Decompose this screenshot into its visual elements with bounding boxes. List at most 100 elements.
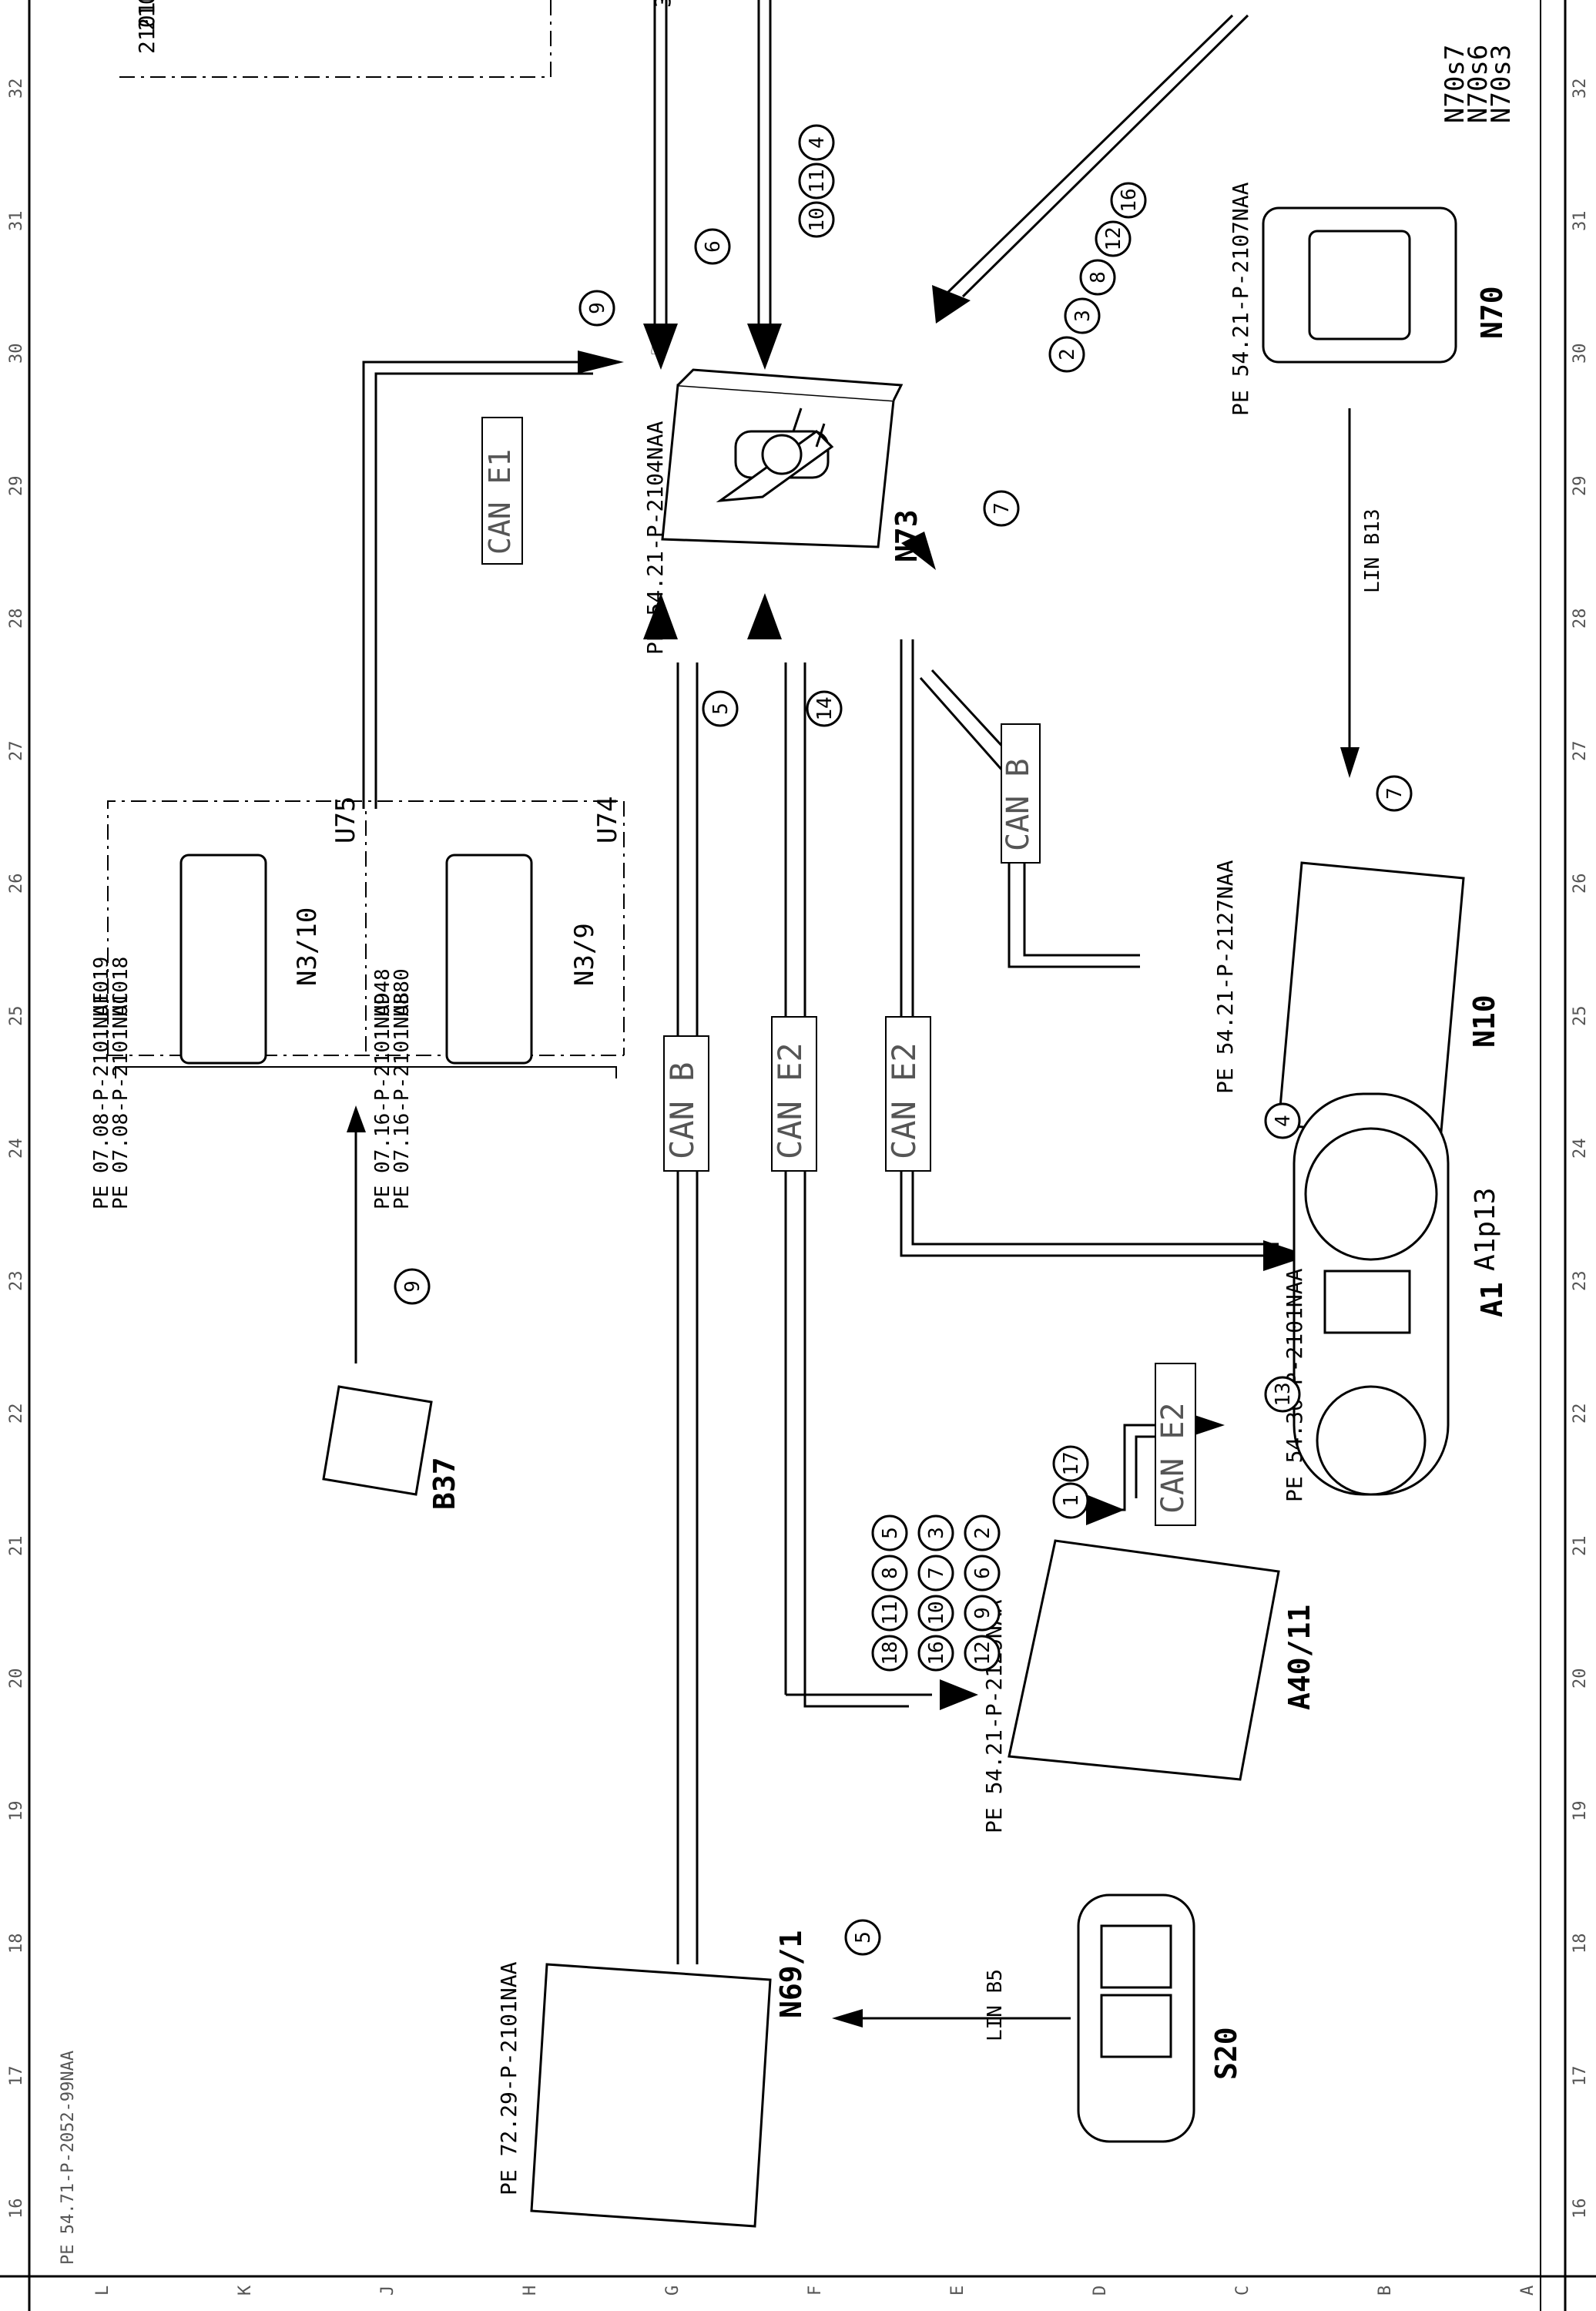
svg-text:9: 9: [971, 1607, 994, 1619]
u74-line-2: U948: [371, 968, 394, 1017]
svg-text:1: 1: [1060, 1494, 1083, 1507]
svg-text:10: 10: [925, 1601, 948, 1625]
column-label: 32: [1571, 79, 1590, 99]
column-label: 30: [7, 344, 26, 364]
column-label: 27: [7, 741, 26, 762]
column-label: 16: [1571, 2199, 1590, 2219]
n69-module-icon: [530, 1963, 772, 2228]
connection-marker: 8: [1079, 259, 1116, 296]
s20-switch-icon: [1077, 1893, 1195, 2143]
column-label: 28: [7, 609, 26, 629]
n3-10-label: N3/10: [292, 907, 323, 986]
top-partial-line-2: 2101NAB: [134, 0, 159, 54]
top-partial-label: 3: [650, 0, 676, 8]
n70s3-label: N70s3: [1486, 45, 1517, 123]
connection-marker: 5: [844, 1919, 881, 1956]
can-b-box-1: [663, 1035, 709, 1172]
connection-marker: 5: [702, 690, 739, 727]
svg-text:7: 7: [991, 502, 1014, 515]
n70-ref: PE 54.21-P-2107NAA: [1228, 182, 1253, 416]
can-e2-box-2: [885, 1016, 931, 1172]
svg-text:5: 5: [852, 1931, 875, 1944]
column-label: 25: [1571, 1006, 1590, 1027]
can-b-label-2: CAN B: [1001, 759, 1036, 851]
connection-marker: 14: [806, 690, 843, 727]
n10-label: N10: [1467, 995, 1501, 1048]
row-label: B: [1376, 2286, 1395, 2296]
svg-text:4: 4: [1272, 1115, 1295, 1127]
svg-text:9: 9: [586, 302, 609, 314]
n3-9-label: N3/9: [569, 923, 600, 986]
column-label: 22: [7, 1404, 26, 1424]
can-e2-label-3: CAN E2: [1155, 1403, 1191, 1514]
u75-line-1: U1018: [109, 957, 132, 1017]
can-e2-box-3: [1155, 1363, 1196, 1526]
connection-marker: 11: [871, 1595, 908, 1632]
n69-label: N69/1: [774, 1930, 808, 2018]
svg-text:3: 3: [1071, 310, 1095, 322]
row-label: E: [948, 2286, 967, 2296]
column-label: 23: [7, 1271, 26, 1292]
n69-ref: PE 72.29-P-2101NAA: [496, 1961, 521, 2195]
connection-marker: 2: [1048, 336, 1085, 373]
column-label: 17: [7, 2066, 26, 2087]
connection-marker: 5: [871, 1514, 908, 1551]
connection-marker: 7: [917, 1555, 954, 1592]
can-e2-box-1: [771, 1016, 817, 1172]
n73-left-arrowhead: [578, 351, 624, 374]
svg-text:6: 6: [971, 1567, 994, 1579]
u74-line-1: U880: [391, 968, 414, 1017]
row-label: H: [521, 2286, 540, 2296]
column-label: 18: [7, 1934, 26, 1954]
column-label: 24: [7, 1139, 26, 1159]
u75-ref-1: PE 07.08-P-2101NAC: [109, 992, 132, 1209]
svg-text:4: 4: [806, 136, 829, 149]
can-e1-line: [362, 361, 605, 809]
row-label: F: [806, 2286, 825, 2296]
column-label: 32: [7, 79, 26, 99]
row-label: A: [1518, 2286, 1537, 2296]
column-label: 21: [7, 1536, 26, 1557]
a40-ref: PE 54.21-P-2129NAA: [981, 1599, 1007, 1833]
u74-ref-1: PE 07.16-P-2101NAB: [391, 992, 414, 1209]
column-label: 24: [1571, 1139, 1590, 1159]
connection-marker: 11: [798, 163, 835, 200]
connection-marker: 12: [964, 1635, 1001, 1672]
column-label: 21: [1571, 1536, 1590, 1557]
n70-overhead-control-icon: [1262, 206, 1457, 364]
connection-marker: 18: [871, 1635, 908, 1672]
u74-label: U74: [592, 797, 623, 844]
connection-marker: 1: [1052, 1482, 1089, 1519]
connection-marker: 9: [964, 1595, 1001, 1632]
connection-marker: 16: [1110, 182, 1147, 219]
a1p13-label: A1p13: [1470, 1188, 1501, 1271]
row-label: L: [93, 2286, 112, 2296]
can-b-trunk: [676, 639, 1279, 1964]
svg-text:7: 7: [1383, 787, 1407, 800]
u75-line-2: U1019: [90, 957, 113, 1017]
column-label: 29: [7, 476, 26, 497]
n70-label: N70: [1475, 286, 1509, 339]
u75-ref-2: PE 07.08-P-2101NAF: [90, 992, 113, 1209]
u74-ref-2: PE 07.16-P-2101NAD: [371, 992, 394, 1209]
svg-text:18: 18: [879, 1641, 902, 1665]
svg-text:10: 10: [806, 207, 829, 231]
ecu-icon: [179, 854, 533, 1065]
row-label: K: [236, 2285, 255, 2296]
column-label: 23: [1571, 1271, 1590, 1292]
column-label: 28: [1571, 609, 1590, 629]
top-partial-connector: [119, 0, 552, 78]
row-label: G: [663, 2286, 682, 2296]
svg-text:5: 5: [879, 1527, 902, 1539]
can-b-box-2: [1001, 723, 1041, 864]
row-label: J: [378, 2286, 397, 2296]
svg-text:2: 2: [971, 1527, 994, 1539]
connection-marker: 10: [798, 201, 835, 238]
connection-marker: 9: [578, 290, 615, 327]
b37-arrowhead: [347, 1105, 366, 1132]
